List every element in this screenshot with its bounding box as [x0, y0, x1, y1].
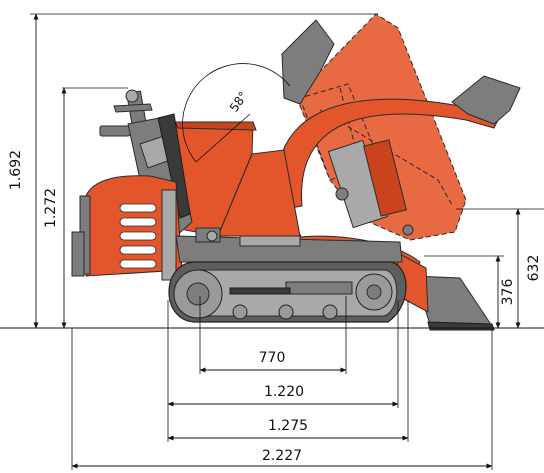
overall-length-label: 2.227 — [262, 448, 302, 464]
dumper-illustration — [71, 13, 544, 331]
skip-transport-position — [174, 121, 301, 237]
track-overall-label: 1.275 — [268, 418, 308, 434]
dump-height-label: 632 — [526, 255, 542, 282]
wheelbase-label: 770 — [259, 350, 286, 366]
lip-height-label: 376 — [500, 279, 516, 306]
dimension-lines — [30, 13, 521, 470]
track-undercarriage — [168, 261, 407, 323]
raised-skip-ghost — [276, 13, 544, 246]
operator-height-label: 1.272 — [43, 188, 59, 228]
tip-angle-label: 58° — [227, 89, 251, 114]
engine-hood — [71, 175, 183, 281]
overall-height-label: 1.692 — [8, 150, 24, 190]
tip-angle-indicator — [182, 63, 291, 163]
track-length-label: 1.220 — [264, 384, 304, 400]
chassis-frame — [175, 227, 403, 263]
